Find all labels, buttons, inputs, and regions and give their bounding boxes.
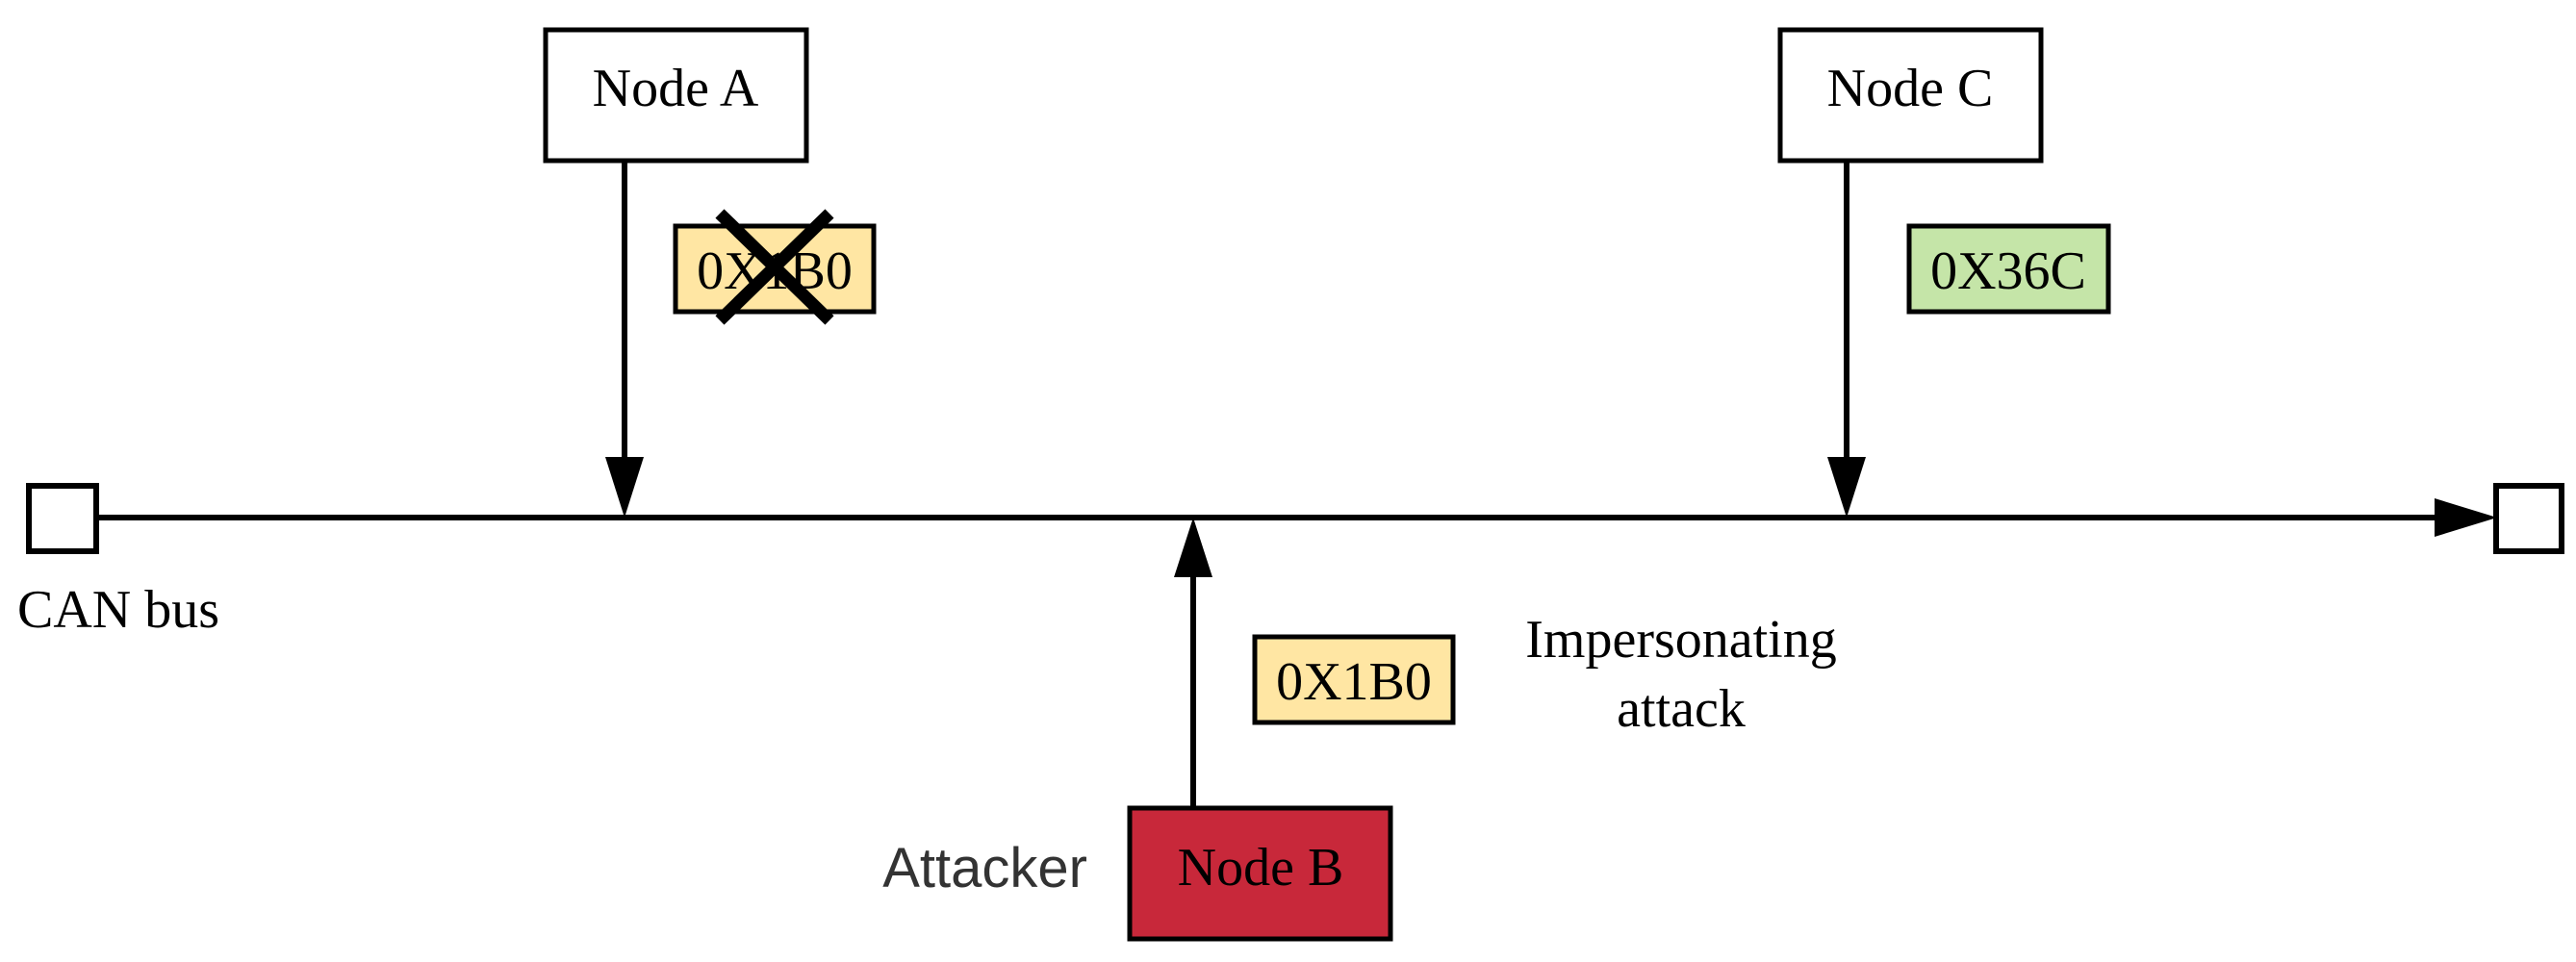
node-b-box xyxy=(1127,805,1393,942)
bus-arrowhead xyxy=(2435,498,2497,537)
node-b-arrowhead xyxy=(1174,518,1212,577)
bus-terminator-left xyxy=(26,483,99,554)
node-b-message-id: 0X1B0 xyxy=(1276,652,1432,712)
node-a-arrowhead xyxy=(605,457,644,518)
bus-label: CAN bus xyxy=(17,580,219,640)
node-b-message-box xyxy=(1252,634,1456,725)
node-c-arrowhead xyxy=(1827,457,1866,518)
node-b: Node B Attacker 0X1B0 xyxy=(882,518,1456,942)
attack-label-line2: attack xyxy=(1617,679,1746,739)
node-b-label: Node B xyxy=(1178,838,1344,898)
node-c-message-id: 0X36C xyxy=(1930,241,2086,301)
node-a: Node A 0X1B0 xyxy=(543,27,877,518)
node-a-box xyxy=(543,27,809,164)
node-a-label: Node A xyxy=(593,59,759,118)
attacker-label: Attacker xyxy=(882,837,1087,899)
node-c: Node C 0X36C xyxy=(1777,27,2111,518)
node-c-box xyxy=(1777,27,2044,164)
blocked-x-icon xyxy=(715,209,834,325)
node-c-message-box xyxy=(1906,223,2111,315)
node-c-label: Node C xyxy=(1827,59,1994,118)
bus-terminator-right xyxy=(2493,483,2564,554)
can-bus: CAN bus xyxy=(17,483,2564,640)
attack-label-line1: Impersonating xyxy=(1525,610,1836,670)
attack-annotation: Impersonating attack xyxy=(1525,610,1836,739)
